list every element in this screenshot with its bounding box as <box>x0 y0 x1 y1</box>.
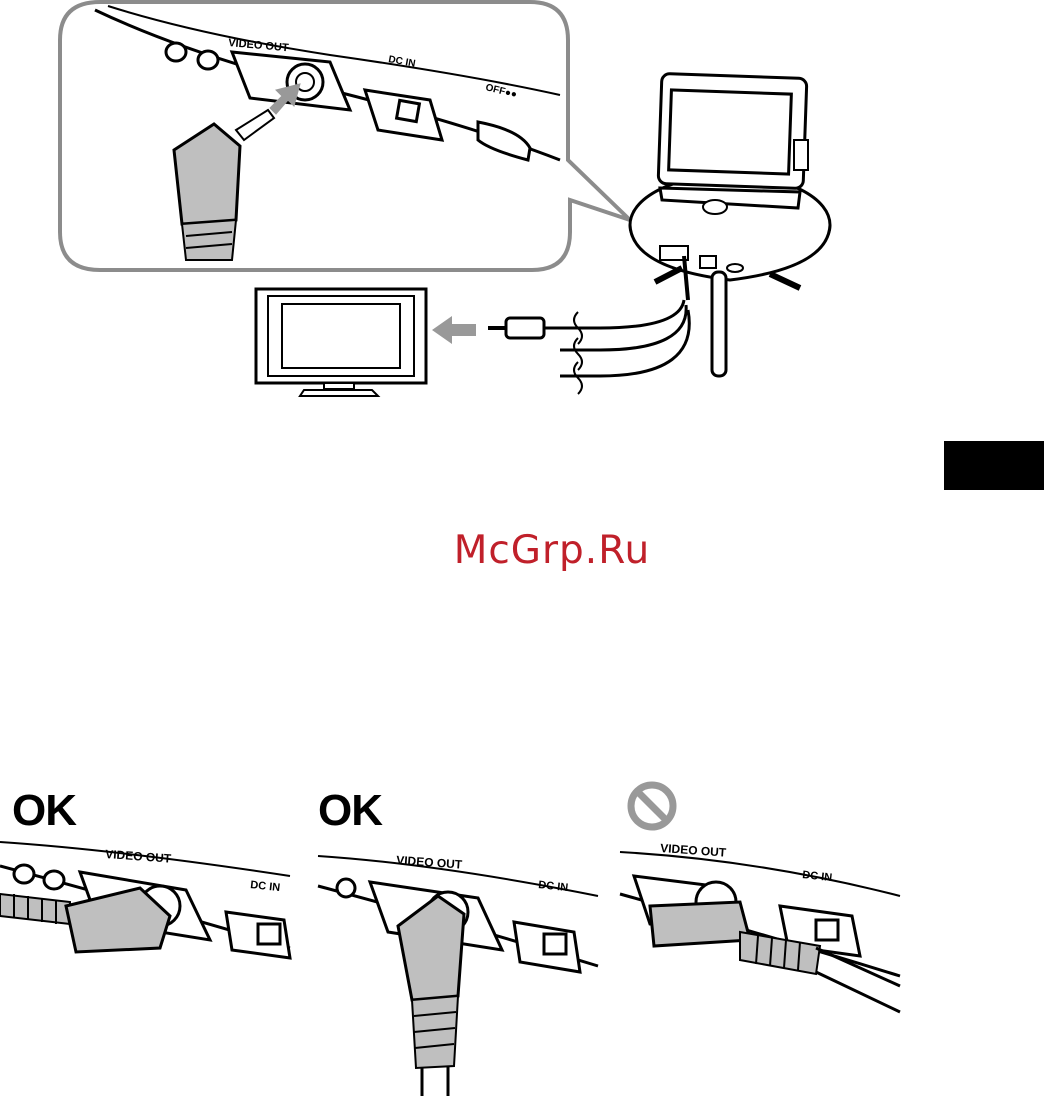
label-video-out: VIDEO OUT <box>396 853 463 872</box>
label-dc-in: DC IN <box>538 879 569 894</box>
label-dc-in: DC IN <box>250 879 281 894</box>
label-video-out: VIDEO OUT <box>660 841 727 860</box>
tv-icon <box>256 289 426 396</box>
label-video-out: VIDEO OUT <box>105 847 172 866</box>
dock-with-camera <box>630 74 830 376</box>
prohibited-icon <box>626 780 678 832</box>
ok-label-1: OK <box>12 786 76 836</box>
label-dc-in: DC IN <box>802 869 833 884</box>
top-illustration: VIDEO OUT DC IN OFF●● <box>0 0 1044 420</box>
watermark: McGrp.Ru <box>0 528 1044 573</box>
ok-label-2: OK <box>318 786 382 836</box>
callout-bubble <box>60 2 630 270</box>
signal-arrow <box>432 316 476 344</box>
ng-example: VIDEO OUT DC IN <box>620 836 910 1016</box>
ok-example-2: VIDEO OUT DC IN <box>318 836 598 1096</box>
section-tab <box>944 441 1044 490</box>
ok-example-1: VIDEO OUT DC IN <box>0 836 290 1016</box>
